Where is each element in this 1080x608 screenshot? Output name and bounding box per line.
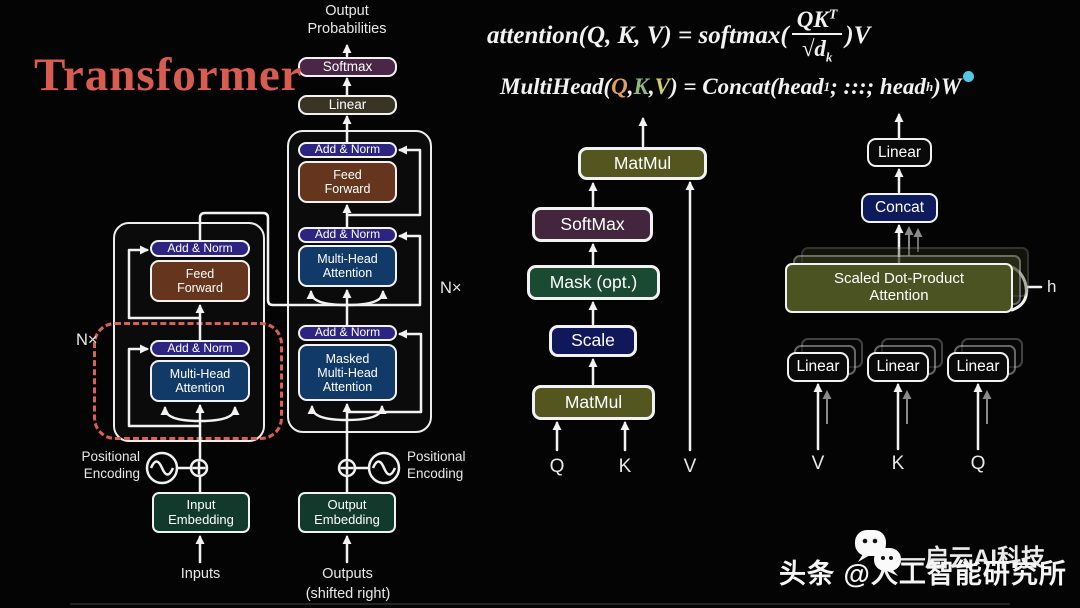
mask-opt-box: Mask (opt.) [527, 265, 660, 300]
decoder-add-norm-box: Add & Norm [298, 227, 397, 243]
attention-formula-fraction: QKT √dk [791, 7, 843, 65]
wechat-icon [855, 530, 901, 576]
inputs-label: Inputs [180, 566, 221, 582]
multihead-q: Q [611, 74, 628, 99]
toutiao-watermark: 头条 @人工智能研究所 [779, 559, 1067, 589]
matmul-top-box: MatMul [578, 147, 707, 180]
decoder-feed-forward-box: Feed Forward [298, 161, 397, 203]
attention-formula-lhs: attention(Q, K, V) = softmax( [487, 22, 789, 49]
outputs-label: Outputs [322, 566, 373, 582]
v-label-right: V [811, 453, 825, 474]
plus-circle-icon-left [189, 458, 209, 478]
decoder-multi-head-attention-box: Multi-Head Attention [298, 245, 397, 287]
positional-encoding-label-right: Positional Encoding [407, 449, 466, 481]
nx-label-decoder: N× [440, 279, 462, 297]
output-probabilities-label: Output Probabilities [307, 3, 387, 38]
scale-box: Scale [549, 325, 637, 357]
q-label-mid: Q [549, 456, 565, 477]
outputs-shifted-right-label: (shifted right) [305, 586, 391, 602]
mh-linear-k-box: Linear [867, 352, 929, 382]
mh-linear-top-box: Linear [867, 138, 932, 167]
decoder-add-norm-box: Add & Norm [298, 325, 397, 341]
attention-formula: attention(Q, K, V) = softmax( QKT √dk )V [487, 4, 870, 68]
attention-formula-rhs: )V [845, 22, 871, 49]
encoder-highlight-dashed-box [93, 322, 283, 440]
page-title: Transformer [34, 49, 303, 101]
linear-box: Linear [298, 95, 397, 115]
plus-circle-icon-right [337, 458, 357, 478]
positional-encoding-label-left: Positional Encoding [81, 449, 140, 481]
encoder-add-norm-box: Add & Norm [150, 340, 250, 357]
multihead-k: K [633, 74, 649, 99]
decoder-add-norm-box: Add & Norm [298, 142, 397, 158]
mh-linear-q-box: Linear [947, 352, 1009, 382]
softmax-box: Softmax [298, 57, 397, 77]
brand-watermark: —启云AI科技 [901, 545, 1045, 572]
k-label-right: K [891, 453, 905, 474]
nx-label-encoder: N× [76, 331, 98, 349]
q-label-right: Q [970, 453, 986, 474]
encoder-stack-container [113, 222, 265, 442]
scaled-dot-product-attention-box: Scaled Dot-Product Attention [785, 263, 1013, 313]
encoder-feed-forward-box: Feed Forward [150, 260, 250, 302]
softmax-mid-box: SoftMax [532, 207, 653, 242]
w-superscript-dot [963, 70, 975, 82]
matmul-bottom-box: MatMul [532, 385, 655, 420]
encoder-multi-head-attention-box: Multi-Head Attention [150, 360, 250, 402]
decoder-masked-multi-head-attention-box: Masked Multi-Head Attention [298, 344, 397, 401]
positional-encoding-icon-left [145, 451, 179, 485]
encoder-add-norm-box: Add & Norm [150, 240, 250, 257]
k-label-mid: K [618, 456, 632, 477]
concat-box: Concat [861, 193, 938, 223]
positional-encoding-icon-right [367, 451, 401, 485]
v-label-mid: V [683, 456, 697, 477]
output-embedding-box: Output Embedding [298, 492, 396, 533]
h-heads-label: h [1047, 277, 1057, 296]
input-embedding-box: Input Embedding [152, 492, 250, 533]
mh-linear-v-box: Linear [787, 352, 849, 382]
multihead-v: V [654, 74, 670, 99]
